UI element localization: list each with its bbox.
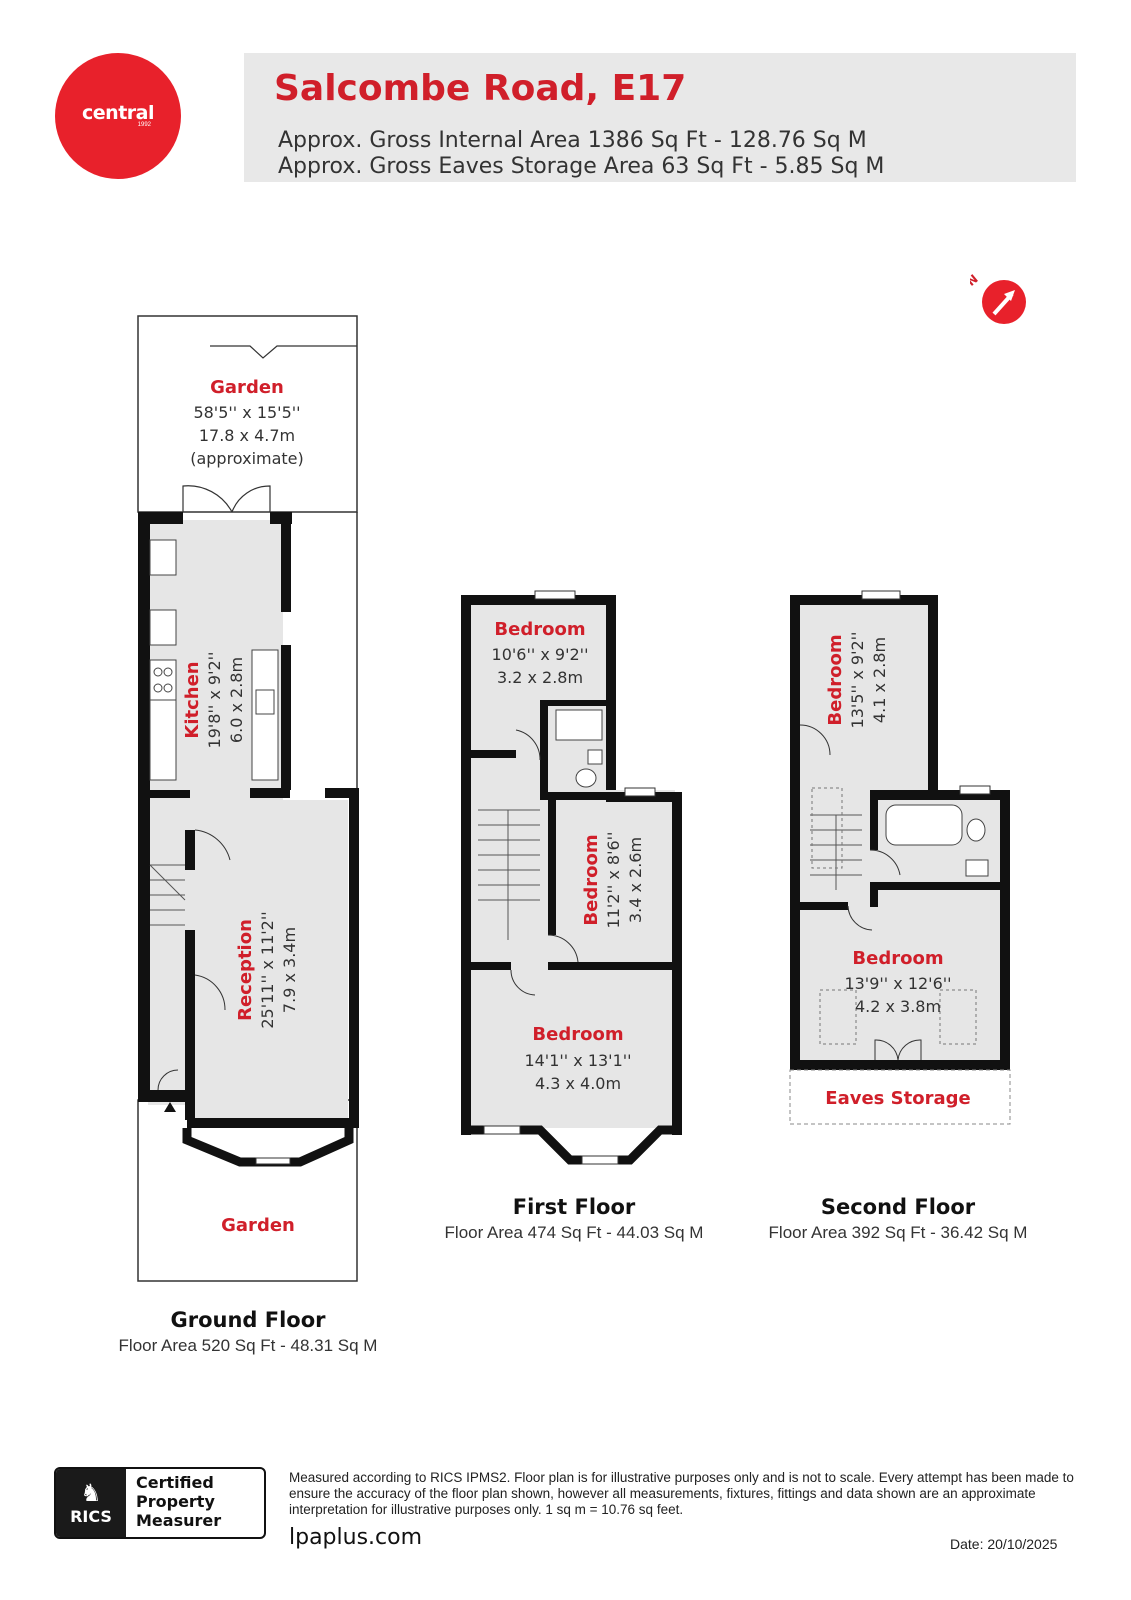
hob-icon [149,659,177,701]
bath-icon [885,804,963,846]
header-panel [244,53,1076,182]
ff-bedroom-front-dim-metric: 4.3 x 4.0m [535,1074,621,1093]
cert-line-1: Certified [136,1473,214,1492]
lion-icon: ♞ [80,1479,102,1507]
certified-text: Certified Property Measurer [126,1469,264,1537]
reception-dim-imperial: 25'11'' x 11'2'' [258,911,277,1028]
sf-bedroom-front-label: Bedroom [852,948,943,969]
first-stairs [478,809,540,940]
ff-bedroom-middle-label: Bedroom [581,834,602,925]
cert-line-2: Property [136,1492,215,1511]
company-logo: central 1992 [55,53,181,179]
second-stairs [810,814,862,890]
ground-floor-plan: Garden 58'5'' x 15'5'' 17.8 x 4.7m (appr… [137,315,359,1282]
ground-floor-fill [148,520,348,1122]
basin-icon [965,859,989,877]
ff-bedroom-front-dim-imperial: 14'1'' x 13'1'' [524,1051,631,1070]
property-title: Salcombe Road, E17 [274,68,687,109]
eaves-storage-label: Eaves Storage [825,1088,970,1109]
first-floor-plan: Bedroom 10'6'' x 9'2'' 3.2 x 2.8m Bedroo… [461,590,682,1165]
front-garden-label: Garden [221,1215,295,1236]
ff-bedroom-rear-dim-imperial: 10'6'' x 9'2'' [492,645,589,664]
sf-bedroom-rear-dim-imperial: 13'5'' x 9'2'' [848,632,867,729]
website-link[interactable]: lpaplus.com [289,1525,423,1550]
sink-icon [255,689,275,715]
sf-bedroom-rear-dim-metric: 4.1 x 2.8m [870,637,889,723]
ff-bedroom-rear-label: Bedroom [494,619,585,640]
ground-floor-walls [138,512,359,1128]
ff-bedroom-front-label: Bedroom [532,1024,623,1045]
rics-badge: ♞ RICS Certified Property Measurer [54,1467,266,1539]
ground-stairs [149,864,186,926]
second-floor-walls [790,595,1010,1070]
kitchen-dim-imperial: 19'8'' x 9'2'' [205,652,224,749]
logo-year: 1992 [137,121,151,128]
sf-bedroom-front-dim-metric: 4.2 x 3.8m [855,997,941,1016]
logo-brand: central [82,101,154,124]
ff-bedroom-rear-dim-metric: 3.2 x 2.8m [497,668,583,687]
north-label: N [970,272,981,289]
sf-bedroom-rear-label: Bedroom [825,634,846,725]
rear-garden-dim-metric: 17.8 x 4.7m [199,426,295,445]
second-floor-title: Second Floor [820,1195,976,1219]
ground-floor-area: Floor Area 520 Sq Ft - 48.31 Sq M [118,1336,378,1355]
first-floor-area: Floor Area 474 Sq Ft - 44.03 Sq M [444,1223,704,1242]
north-arrow-icon: N [970,272,1026,324]
gross-internal-area: Approx. Gross Internal Area 1386 Sq Ft -… [278,128,867,153]
rear-garden-dim-imperial: 58'5'' x 15'5'' [193,403,300,422]
toilet-icon [575,768,597,788]
eaves-outline [789,1069,1011,1125]
disclaimer: Measured according to RICS IPMS2. Floor … [289,1470,1074,1517]
reception-label: Reception [235,919,256,1021]
ground-floor-title: Ground Floor [170,1308,326,1332]
gross-eaves-area: Approx. Gross Eaves Storage Area 63 Sq F… [278,154,885,179]
rear-garden-outline [137,315,358,513]
kitchen-dim-metric: 6.0 x 2.8m [227,657,246,743]
ff-bedroom-middle-dim-metric: 3.4 x 2.6m [626,837,645,923]
first-floor-fill [470,605,675,1128]
kitchen-label: Kitchen [182,661,203,738]
first-floor-walls [461,595,682,1135]
rics-word: RICS [70,1506,112,1526]
garden-fence [210,345,357,359]
entrance-arrow-icon [164,1102,176,1112]
ff-bedroom-middle-dim-imperial: 11'2'' x 8'6'' [604,832,623,929]
rear-garden-label: Garden [210,377,284,398]
sf-toilet-icon [966,818,986,842]
cert-line-3: Measurer [136,1511,222,1530]
first-floor-title: First Floor [512,1195,636,1219]
shower-icon [555,709,603,741]
second-floor-plan: Bedroom 13'5'' x 9'2'' 4.1 x 2.8m Bedroo… [789,590,1011,1125]
rear-garden-note: (approximate) [190,449,304,468]
sf-bedroom-front-dim-imperial: 13'9'' x 12'6'' [844,974,951,993]
plan-date: Date: 20/10/2025 [950,1536,1058,1552]
second-floor-area: Floor Area 392 Sq Ft - 36.42 Sq M [768,1223,1028,1242]
rics-mark: ♞ RICS [56,1469,126,1537]
reception-dim-metric: 7.9 x 3.4m [280,927,299,1013]
